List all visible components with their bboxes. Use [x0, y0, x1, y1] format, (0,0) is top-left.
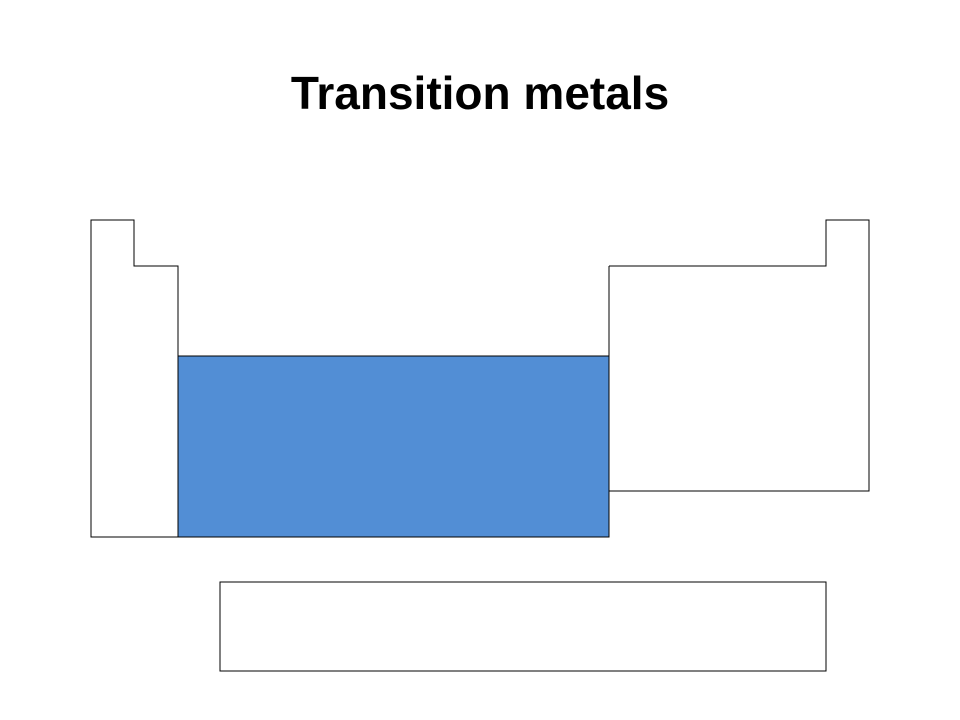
f-block — [219, 581, 827, 672]
transition-metals-block — [177, 355, 610, 538]
p-block — [609, 219, 870, 492]
group-1-block — [90, 219, 179, 538]
slide-title: Transition metals — [290, 67, 670, 119]
